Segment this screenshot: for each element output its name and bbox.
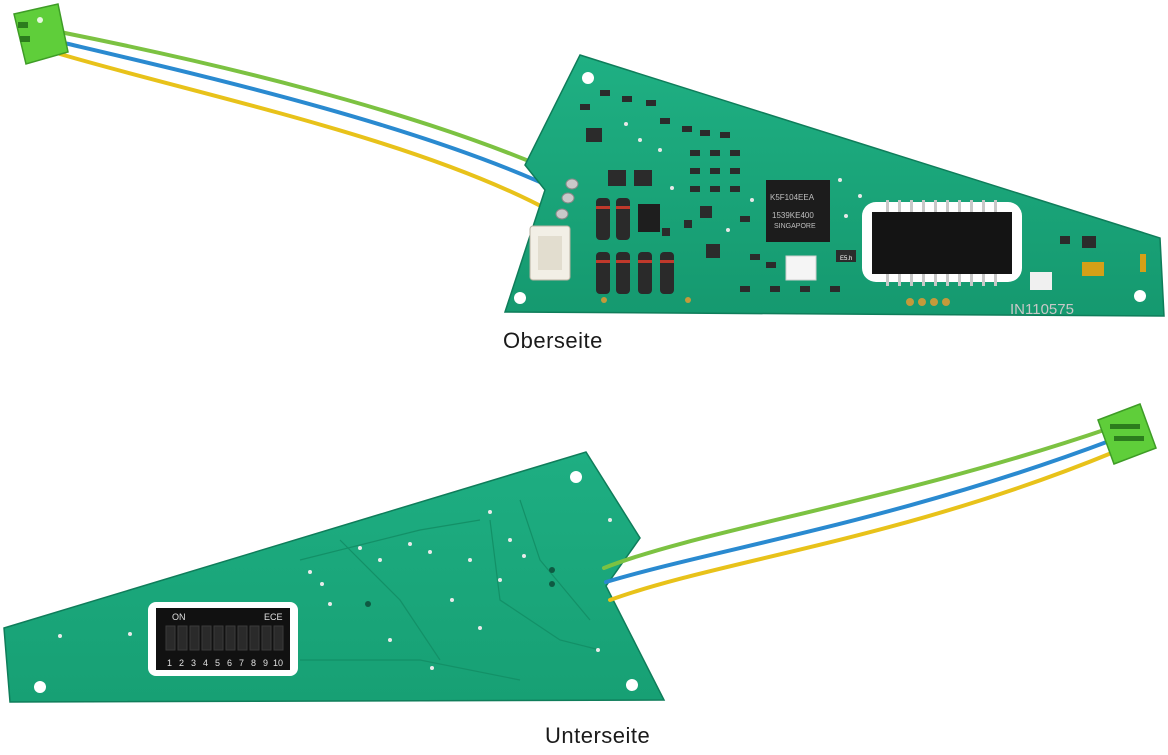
mount-hole bbox=[1134, 290, 1146, 302]
top-connector bbox=[13, 3, 69, 65]
dip-number: 9 bbox=[263, 658, 268, 668]
mount-hole bbox=[514, 292, 526, 304]
wire-solder-pads bbox=[555, 178, 579, 220]
dip-number: 10 bbox=[273, 658, 283, 668]
bottom-pcb bbox=[3, 451, 666, 703]
vias bbox=[624, 122, 862, 232]
bottom-board: ON ECE 1 2 3 4 5 6 7 8 9 10 bbox=[3, 403, 1157, 703]
white-component bbox=[785, 255, 817, 281]
board-id-silkscreen: IN110575 bbox=[1010, 301, 1074, 318]
via-large bbox=[549, 581, 555, 587]
via-large bbox=[365, 601, 371, 607]
vias bbox=[58, 510, 612, 670]
mount-hole bbox=[34, 681, 46, 693]
side-connector bbox=[529, 225, 571, 281]
dip-levers[interactable] bbox=[165, 625, 284, 651]
dip-number: 4 bbox=[203, 658, 208, 668]
dip-number: 1 bbox=[167, 658, 172, 668]
mount-hole bbox=[626, 679, 638, 691]
dip-number: 6 bbox=[227, 658, 232, 668]
mount-hole bbox=[570, 471, 582, 483]
main-chip: K5F104EEA 1539KE400 SINGAPORE bbox=[766, 180, 830, 242]
large-ic bbox=[862, 200, 1022, 286]
tantalum-capacitor bbox=[1082, 262, 1104, 276]
top-wires bbox=[58, 30, 570, 214]
component-label: E5.h bbox=[840, 256, 852, 262]
bottom-connector bbox=[1097, 403, 1157, 465]
chip-marking-line: K5F104EEA bbox=[770, 193, 815, 202]
dip-number: 7 bbox=[239, 658, 244, 668]
edge-pad bbox=[1140, 254, 1146, 272]
via-large bbox=[549, 567, 555, 573]
chip-marking-line: SINGAPORE bbox=[774, 223, 816, 230]
top-board: K5F104EEA 1539KE400 SINGAPORE bbox=[13, 3, 1165, 318]
dip-number: 3 bbox=[191, 658, 196, 668]
caption-bottom-side: Unterseite bbox=[545, 723, 651, 748]
copper-traces bbox=[299, 499, 601, 681]
datamatrix-code bbox=[1030, 272, 1052, 290]
smd-components bbox=[580, 90, 1096, 292]
mount-hole bbox=[582, 72, 594, 84]
dip-on-label: ON bbox=[172, 612, 186, 622]
dip-number: 5 bbox=[215, 658, 220, 668]
dip-brand-label: ECE bbox=[264, 612, 283, 622]
caption-top-side: Oberseite bbox=[503, 328, 603, 353]
diodes bbox=[596, 198, 674, 294]
dip-number: 8 bbox=[251, 658, 256, 668]
dip-switch[interactable]: ON ECE 1 2 3 4 5 6 7 8 9 10 bbox=[148, 602, 298, 676]
dip-number: 2 bbox=[179, 658, 184, 668]
chip-marking-line: 1539KE400 bbox=[772, 211, 814, 220]
gold-pads bbox=[601, 297, 950, 306]
bottom-wires bbox=[602, 426, 1116, 602]
